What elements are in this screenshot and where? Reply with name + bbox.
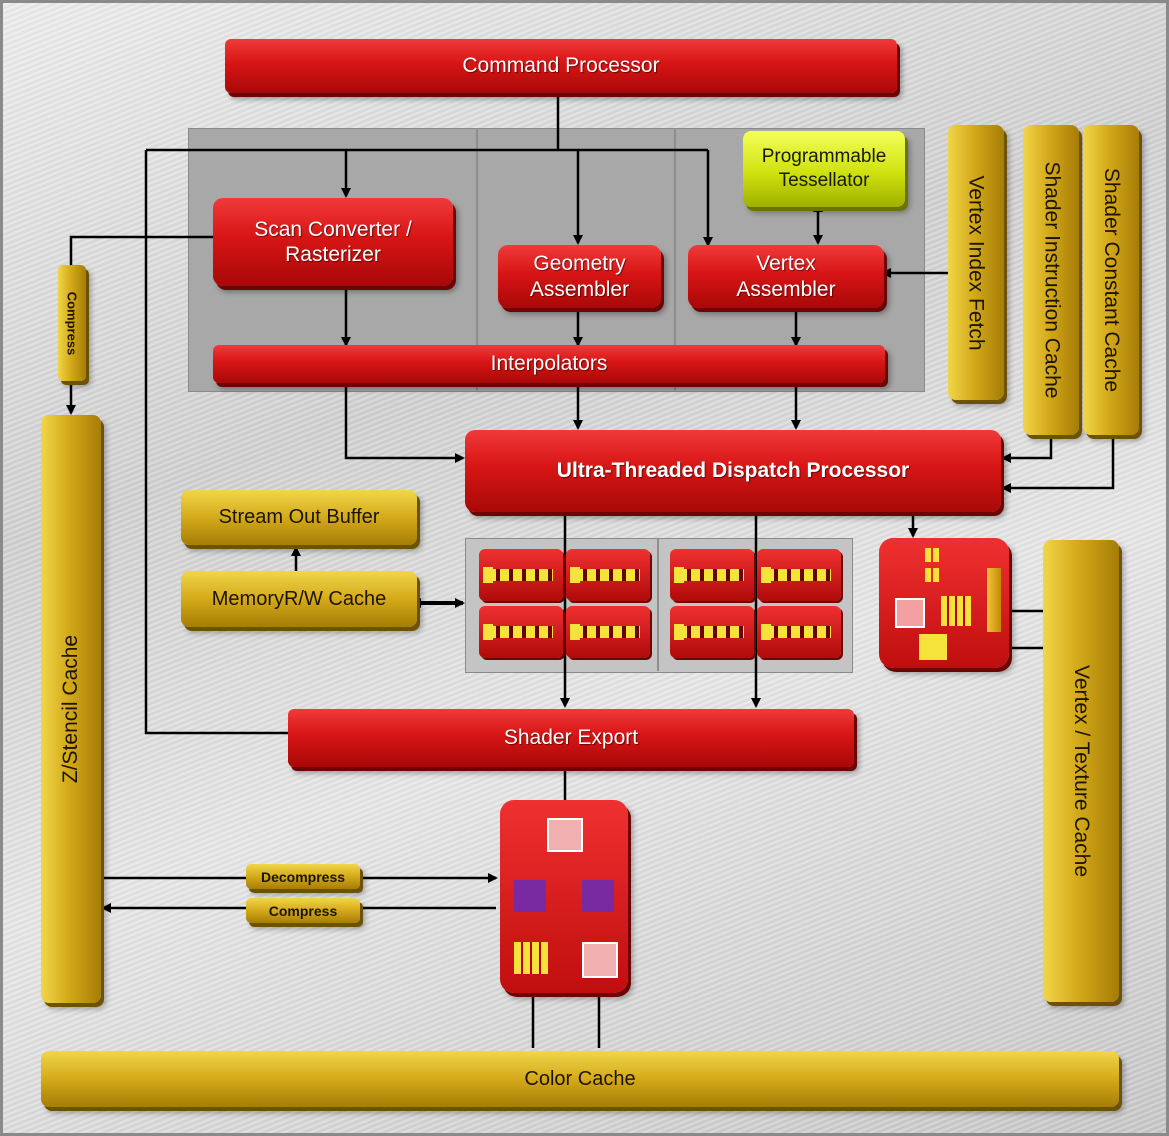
stream-out-buffer: Stream Out Buffer [181,490,417,545]
shader-export: Shader Export [288,709,854,767]
output-unit [582,942,618,978]
shader-unit [479,549,563,601]
compress-label-top: Compress [64,291,80,355]
vertex-texture-cache: Vertex / Texture Cache [1043,540,1119,1002]
z-unit-right [582,880,614,912]
compress-block-top: Compress [58,265,86,381]
decompress-block: Decompress [246,864,360,889]
connector-lines [66,93,1115,1048]
texture-cell-small [925,548,939,562]
programmable-tessellator: Programmable Tessellator [743,131,905,207]
shader-unit [670,606,754,658]
shader-unit [566,549,650,601]
ultra-threaded-dispatch-processor: Ultra-Threaded Dispatch Processor [465,430,1001,512]
compress-block-bottom: Compress [246,898,360,923]
z-stencil-cache-label: Z/Stencil Cache [59,634,83,784]
shader-constant-cache: Shader Constant Cache [1083,125,1139,435]
vertex-index-fetch-cache: Vertex Index Fetch [948,125,1004,400]
shader-unit [670,549,754,601]
vertex-index-fetch-label: Vertex Index Fetch [965,174,989,351]
shader-unit [566,606,650,658]
texture-sampler [895,598,925,628]
command-processor: Command Processor [225,39,897,93]
texture-cell-small [925,568,939,582]
memory-rw-cache: MemoryR/W Cache [181,571,417,627]
shader-unit [757,549,841,601]
z-stencil-cache: Z/Stencil Cache [41,415,101,1003]
interpolators: Interpolators [213,345,885,383]
color-cache: Color Cache [41,1051,1119,1107]
render-backend-top-unit [547,818,583,852]
geometry-assembler: Geometry Assembler [498,245,661,308]
texture-address-unit [919,634,947,660]
shader-unit [479,606,563,658]
scan-converter-rasterizer: Scan Converter / Rasterizer [213,198,453,286]
texture-unit [879,538,1009,668]
panel-divider [476,128,478,390]
z-unit-left [514,880,546,912]
panel-divider [674,128,676,390]
shader-constant-cache-label: Shader Constant Cache [1100,167,1124,393]
shader-instruction-cache-label: Shader Instruction Cache [1040,161,1063,399]
texture-filter-grid [941,596,971,626]
vertex-assembler: Vertex Assembler [688,245,884,308]
render-back-end [500,800,628,993]
vertex-texture-cache-label: Vertex / Texture Cache [1070,664,1093,878]
blend-unit [514,942,548,974]
texture-fetch-bar [987,568,1001,632]
panel-divider [657,538,659,671]
shader-unit [757,606,841,658]
shader-instruction-cache: Shader Instruction Cache [1023,125,1079,435]
